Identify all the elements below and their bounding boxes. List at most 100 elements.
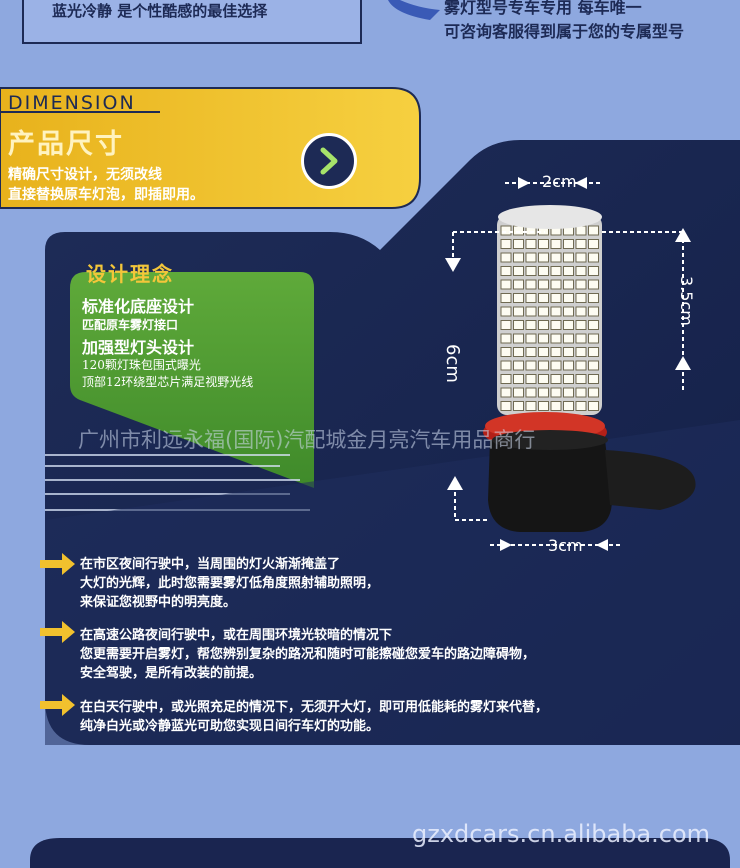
dim-top-width: 2cm xyxy=(542,172,577,191)
led-chip xyxy=(525,266,537,276)
led-chip xyxy=(588,333,599,344)
dimension-subtitle-1: 精确尺寸设计，无须改线 xyxy=(8,167,162,183)
bullet-2-line-1: 在高速公路夜间行驶中，或在周围环境光较暗的情况下 xyxy=(80,628,393,643)
led-chip xyxy=(563,360,574,371)
led-chip xyxy=(538,387,549,398)
bullet-1-line-2: 大灯的光辉，此时您需要雾灯低角度照射辅助照明， xyxy=(80,576,380,591)
led-chip xyxy=(525,333,537,344)
led-chip xyxy=(538,279,549,290)
led-chip xyxy=(575,279,587,290)
led-chip xyxy=(563,401,574,411)
led-chip xyxy=(588,320,599,330)
led-chip xyxy=(513,401,524,411)
led-chip xyxy=(575,320,587,330)
led-chip xyxy=(550,279,562,290)
led-chip xyxy=(525,252,537,263)
led-chip xyxy=(575,333,587,344)
top-note-line2: 可咨询客服得到属于您的专属型号 xyxy=(444,22,685,41)
wing-logo xyxy=(388,0,440,20)
led-chip xyxy=(513,374,524,384)
design-heading-2: 加强型灯头设计 xyxy=(82,338,195,357)
led-chip xyxy=(575,266,587,276)
led-chip xyxy=(550,333,562,344)
led-chip xyxy=(500,360,512,371)
led-chip xyxy=(525,293,537,303)
led-chip xyxy=(588,252,599,263)
top-slogan-box: 蓝光冷静 是个性酷感的最佳选择 xyxy=(22,0,362,44)
led-chip xyxy=(500,347,512,357)
led-chip xyxy=(575,239,587,249)
led-chip xyxy=(575,374,587,384)
led-chip xyxy=(563,266,574,276)
shop-watermark: 广州市利远永福(国际)汽配城金月亮汽车用品商行 xyxy=(78,428,536,452)
dimension-label: DIMENSION xyxy=(8,92,136,114)
design-heading-1: 标准化底座设计 xyxy=(82,297,195,316)
led-chip xyxy=(500,387,512,398)
design-detail-1: 匹配原车雾灯接口 xyxy=(82,318,179,332)
led-chip xyxy=(500,374,512,384)
bullet-2: 在高速公路夜间行驶中，或在周围环境光较暗的情况下 您更需要开启雾灯，帮您辨别复杂… xyxy=(80,624,535,681)
led-chip xyxy=(563,306,574,317)
led-chip xyxy=(563,279,574,290)
led-chip xyxy=(575,293,587,303)
bullet-2-line-2: 您更需要开启雾灯，帮您辨别复杂的路况和随时可能擦碰您爱车的路边障碍物， xyxy=(80,647,536,662)
led-chip xyxy=(525,279,537,290)
led-chip xyxy=(513,225,524,236)
led-chip xyxy=(538,239,549,249)
led-chip xyxy=(563,293,574,303)
design-detail-2: 120颗灯珠包围式曝光 xyxy=(82,358,201,372)
led-chip xyxy=(563,320,574,330)
led-chip xyxy=(588,401,599,411)
led-chip xyxy=(550,360,562,371)
bullet-3-line-2: 纯净白光或冷静蓝光可助您实现日间行车灯的功能。 xyxy=(80,719,380,734)
led-chip xyxy=(525,347,537,357)
led-chip xyxy=(588,347,599,357)
led-chip xyxy=(550,306,562,317)
led-chip xyxy=(500,252,512,263)
site-watermark: gzxdcars.cn.alibaba.com xyxy=(412,820,711,848)
led-chip xyxy=(513,320,524,330)
led-chip xyxy=(538,266,549,276)
dimension-subtitle-2: 直接替换原车灯泡，即插即用。 xyxy=(8,187,204,203)
design-title: 设计理念 xyxy=(86,262,174,286)
chevron-right-icon xyxy=(320,147,338,175)
led-chip xyxy=(513,279,524,290)
led-chip xyxy=(538,333,549,344)
led-chip xyxy=(513,239,524,249)
led-chip xyxy=(588,293,599,303)
led-chip xyxy=(538,252,549,263)
led-chip xyxy=(513,266,524,276)
led-chip xyxy=(575,387,587,398)
led-chip xyxy=(550,266,562,276)
dim-base-width: 3cm xyxy=(548,536,583,555)
led-chip xyxy=(588,266,599,276)
design-detail-3: 顶部12环绕型芯片满足视野光线 xyxy=(82,375,254,389)
bullet-1: 在市区夜间行驶中，当周围的灯火渐渐掩盖了 大灯的光辉，此时您需要雾灯低角度照射辅… xyxy=(80,553,379,610)
led-chip xyxy=(525,360,537,371)
led-chip xyxy=(575,360,587,371)
led-chip xyxy=(588,225,599,236)
led-chip xyxy=(563,374,574,384)
led-chip xyxy=(500,306,512,317)
led-chip xyxy=(513,333,524,344)
led-chip xyxy=(588,360,599,371)
led-chip xyxy=(538,360,549,371)
led-chip xyxy=(513,252,524,263)
led-chip xyxy=(513,306,524,317)
led-chip xyxy=(575,252,587,263)
led-chip xyxy=(538,374,549,384)
next-button[interactable] xyxy=(301,133,357,189)
led-chip xyxy=(513,360,524,371)
led-chip xyxy=(588,387,599,398)
bullet-arrows xyxy=(40,553,75,716)
dimension-arrowheads xyxy=(445,177,691,551)
bullet-1-line-3: 来保证您视野中的明亮度。 xyxy=(80,595,237,610)
led-chip xyxy=(550,374,562,384)
led-chip xyxy=(575,347,587,357)
led-chip xyxy=(588,306,599,317)
led-chip xyxy=(575,306,587,317)
led-chip xyxy=(525,374,537,384)
led-chip xyxy=(500,401,512,411)
dim-total-height: 6cm xyxy=(442,344,463,383)
